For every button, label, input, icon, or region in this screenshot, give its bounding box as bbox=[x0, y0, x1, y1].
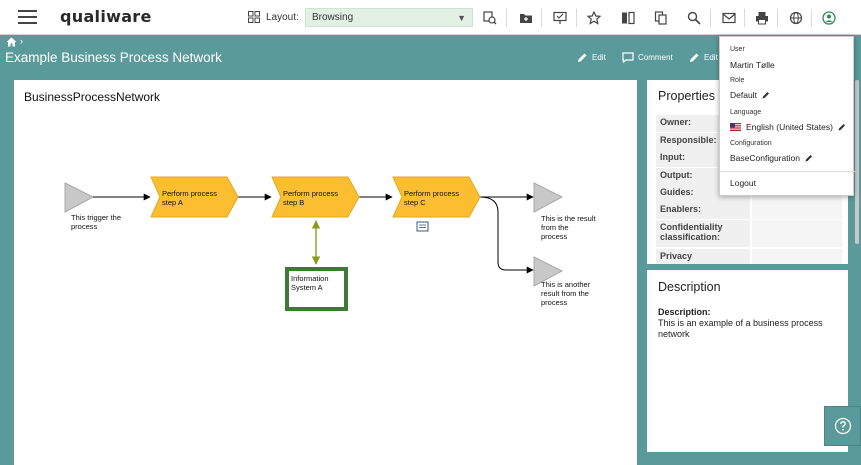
property-row: Confidentiality classification: bbox=[656, 220, 842, 248]
info-system-label: Information System A bbox=[291, 274, 329, 292]
logout-button[interactable]: Logout bbox=[730, 178, 756, 188]
diagram-title: BusinessProcessNetwork bbox=[24, 90, 161, 104]
hamburger-menu-icon[interactable] bbox=[18, 10, 37, 24]
property-value bbox=[752, 249, 842, 264]
user-icon[interactable] bbox=[821, 10, 837, 26]
top-bar: qualiware Layout: Browsing ▼ bbox=[0, 0, 861, 35]
user-label: User bbox=[730, 46, 745, 53]
result-label-2: This is another result from the process bbox=[541, 280, 591, 307]
language-label: Language bbox=[730, 109, 762, 116]
process-diagram bbox=[64, 176, 564, 311]
property-key: Enablers: bbox=[656, 202, 750, 219]
step-a-label: Perform process step A bbox=[162, 189, 218, 207]
compare-icon[interactable] bbox=[620, 10, 636, 26]
description-heading: Description bbox=[658, 280, 721, 294]
property-value bbox=[752, 202, 842, 219]
edit-button[interactable]: Edit bbox=[577, 52, 606, 63]
configuration-value[interactable]: BaseConfiguration bbox=[730, 153, 813, 163]
information-system-box[interactable] bbox=[285, 267, 348, 311]
duplicate-icon[interactable] bbox=[653, 10, 669, 26]
pencil-icon bbox=[690, 53, 699, 62]
process-step-a-shape[interactable] bbox=[150, 176, 239, 218]
us-flag-icon bbox=[730, 123, 741, 131]
configuration-value-text: BaseConfiguration bbox=[730, 153, 800, 163]
properties-scrollbar[interactable] bbox=[855, 80, 859, 244]
subprocess-screen-icon[interactable] bbox=[416, 221, 429, 232]
comment-button-label: Comment bbox=[638, 53, 673, 62]
role-value-text: Default bbox=[730, 90, 757, 100]
search-icon[interactable] bbox=[686, 10, 702, 26]
result-label: This is the result from the process bbox=[541, 214, 596, 241]
toolbar-divider bbox=[506, 9, 507, 27]
chevron-down-icon: ▼ bbox=[457, 13, 466, 23]
process-step-c-shape[interactable] bbox=[392, 176, 481, 218]
step-b-label: Perform process step B bbox=[283, 189, 339, 207]
print-icon[interactable] bbox=[754, 10, 770, 26]
comment-icon bbox=[622, 52, 634, 63]
globe-icon[interactable] bbox=[788, 10, 804, 26]
title-band: › Example Business Process Network Edit … bbox=[0, 35, 861, 68]
result-event-shape[interactable] bbox=[533, 182, 564, 213]
pencil-icon[interactable] bbox=[838, 123, 846, 131]
user-name: Martin Tølle bbox=[730, 60, 775, 70]
description-label: Description: bbox=[658, 307, 711, 317]
help-button[interactable] bbox=[824, 406, 861, 446]
step-c-label: Perform process step C bbox=[404, 189, 460, 207]
layout-label: Layout: bbox=[266, 12, 299, 23]
toolbar-divider bbox=[777, 9, 778, 27]
trigger-label: This trigger the process bbox=[71, 213, 122, 231]
breadcrumb-chevron-icon: › bbox=[20, 36, 23, 46]
toolbar-divider bbox=[744, 9, 745, 27]
role-label: Role bbox=[730, 77, 745, 84]
layout-grid-icon bbox=[248, 11, 260, 23]
configuration-label: Configuration bbox=[730, 140, 772, 147]
toolbar-divider bbox=[541, 9, 542, 27]
star-icon[interactable] bbox=[586, 10, 602, 26]
comment-button[interactable]: Comment bbox=[622, 52, 673, 63]
property-value bbox=[752, 220, 842, 247]
description-text: This is an example of a business process… bbox=[658, 318, 823, 339]
diagram-panel: BusinessProcessNetwork bbox=[14, 80, 637, 465]
language-value-text: English (United States) bbox=[746, 122, 833, 132]
description-panel: Description Description: This is an exam… bbox=[647, 270, 848, 452]
language-value[interactable]: English (United States) bbox=[730, 122, 846, 132]
menu-divider bbox=[720, 171, 855, 172]
toolbar-divider bbox=[811, 9, 812, 27]
role-value[interactable]: Default bbox=[730, 90, 770, 100]
copy-search-icon[interactable] bbox=[482, 10, 498, 26]
present-icon[interactable] bbox=[552, 10, 568, 26]
result-event-shape-2[interactable] bbox=[533, 256, 564, 287]
app-logo: qualiware bbox=[60, 7, 152, 26]
home-icon[interactable] bbox=[6, 37, 17, 47]
properties-heading: Properties bbox=[658, 89, 715, 103]
edit-button-secondary-label: Edit bbox=[704, 53, 718, 62]
page-title: Example Business Process Network bbox=[5, 50, 222, 65]
toolbar-divider bbox=[710, 9, 711, 27]
pencil-icon[interactable] bbox=[805, 154, 813, 162]
flow-arrow bbox=[479, 196, 534, 274]
property-row: Privacy bbox=[656, 249, 842, 264]
toolbar-divider bbox=[576, 9, 577, 27]
process-step-b-shape[interactable] bbox=[271, 176, 360, 218]
pencil-icon[interactable] bbox=[762, 91, 770, 99]
pencil-icon bbox=[578, 53, 587, 62]
property-key: Confidentiality classification: bbox=[656, 220, 750, 247]
property-key: Privacy bbox=[656, 249, 750, 264]
user-menu-dropdown: User Martin Tølle Role Default Language … bbox=[719, 36, 855, 196]
layout-select-value: Browsing bbox=[312, 12, 354, 23]
help-icon bbox=[834, 417, 851, 435]
folder-icon[interactable] bbox=[518, 10, 534, 26]
property-row: Enablers: bbox=[656, 202, 842, 220]
edit-button-label: Edit bbox=[592, 53, 606, 62]
mail-icon[interactable] bbox=[721, 10, 737, 26]
edit-button-secondary[interactable]: Edit bbox=[689, 52, 718, 63]
trigger-event-shape[interactable] bbox=[64, 182, 95, 213]
layout-select[interactable]: Browsing ▼ bbox=[305, 8, 473, 27]
